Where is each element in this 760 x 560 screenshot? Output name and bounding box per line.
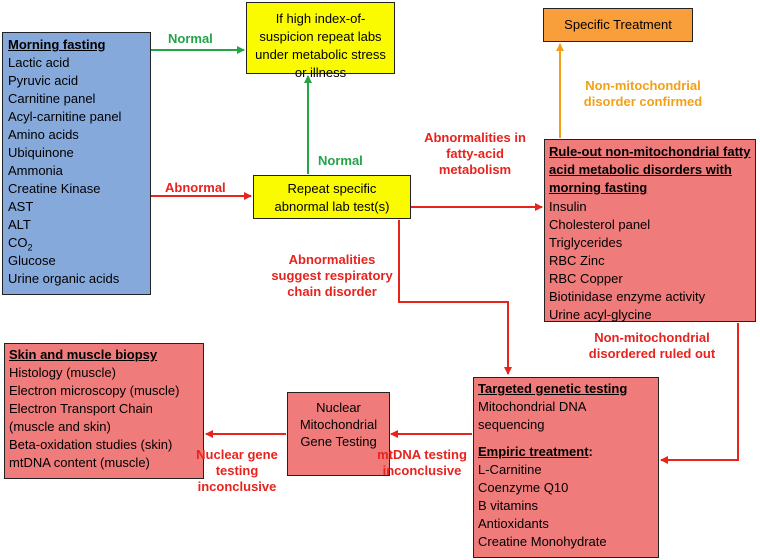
- repeat-lab-text: Repeat specific abnormal lab test(s): [274, 181, 390, 214]
- list-item: Biotinidase enzyme activity: [549, 289, 706, 304]
- list-item: Urine organic acids: [8, 271, 120, 286]
- list-item: RBC Zinc: [549, 253, 605, 268]
- label-abnormal: Abnormal: [165, 180, 226, 195]
- list-item: B vitamins: [478, 498, 538, 513]
- label-normal-top: Normal: [168, 31, 213, 46]
- list-item: ALT: [8, 217, 31, 232]
- suspicion-box: If high index-of-suspicion repeat labs u…: [246, 2, 395, 80]
- co2-main: CO: [8, 235, 28, 250]
- list-item: Electron microscopy (muscle): [9, 383, 180, 398]
- repeat-lab-box: Repeat specific abnormal lab test(s): [253, 175, 411, 219]
- list-item: Histology (muscle): [9, 365, 116, 380]
- label-nonmito-confirmed: Non-mitochondrial disorder confirmed: [583, 78, 703, 109]
- list-item: Creatine Monohydrate: [478, 534, 607, 549]
- targeted-genetic-box: Targeted genetic testing Mitochondrial D…: [473, 377, 659, 558]
- nuclear-gene-box: Nuclear Mitochondrial Gene Testing: [287, 392, 390, 476]
- label-mtdna-inconclusive: mtDNA testing inconclusive: [377, 447, 467, 478]
- list-item: Beta-oxidation studies (skin): [9, 437, 173, 452]
- arrow-respiratory: [398, 220, 512, 375]
- list-item: Cholesterol panel: [549, 217, 651, 232]
- empiric-title-text: Empiric treatment: [478, 444, 589, 459]
- list-item: Carnitine panel: [8, 91, 96, 106]
- list-item: Coenzyme Q10: [478, 480, 569, 495]
- biopsy-title: Skin and muscle biopsy: [9, 347, 158, 362]
- list-item: Acyl-carnitine panel: [8, 109, 122, 124]
- list-item: Amino acids: [8, 127, 79, 142]
- co2-subscript: 2: [27, 242, 33, 253]
- list-item: Electron Transport Chain: [9, 401, 153, 416]
- nuclear-gene-text: Nuclear Mitochondrial Gene Testing: [299, 400, 378, 449]
- list-item: Pyruvic acid: [8, 73, 79, 88]
- morning-fasting-title: Morning fasting: [8, 37, 106, 52]
- list-item: L-Carnitine: [478, 462, 542, 477]
- list-item: Ammonia: [8, 163, 63, 178]
- list-item: Insulin: [549, 199, 587, 214]
- arrow-nonmito-ruled-out: [660, 323, 739, 464]
- label-fatty-acid: Abnormalities in fatty-acid metabolism: [424, 130, 526, 177]
- list-item: (muscle and skin): [9, 419, 111, 434]
- targeted-genetic-title: Targeted genetic testing: [478, 381, 628, 396]
- label-normal-mid: Normal: [318, 153, 363, 168]
- list-item: Lactic acid: [8, 55, 70, 70]
- specific-treatment-box: Specific Treatment: [543, 8, 693, 42]
- list-item: Glucose: [8, 253, 56, 268]
- list-item: mtDNA content (muscle): [9, 455, 150, 470]
- empiric-title: Empiric treatment:: [478, 443, 654, 461]
- list-item: AST: [8, 199, 34, 214]
- label-nuclear-inconclusive: Nuclear gene testing inconclusive: [196, 447, 278, 494]
- list-item: Mitochondrial DNA sequencing: [478, 399, 586, 432]
- label-respiratory: Abnormalities suggest respiratory chain …: [271, 252, 393, 299]
- label-nonmito-ruled-out: Non-mitochondrial disordered ruled out: [588, 330, 716, 361]
- biopsy-box: Skin and muscle biopsy Histology (muscle…: [4, 343, 204, 479]
- specific-treatment-text: Specific Treatment: [564, 17, 672, 32]
- morning-fasting-box: Morning fasting Lactic acid Pyruvic acid…: [2, 32, 151, 295]
- list-item: Triglycerides: [549, 235, 623, 250]
- suspicion-text: If high index-of-suspicion repeat labs u…: [255, 11, 386, 80]
- rule-out-box: Rule-out non-mitochondrial fatty acid me…: [544, 139, 756, 322]
- list-item: Urine acyl-glycine: [549, 307, 652, 322]
- list-item: Ubiquinone: [8, 145, 74, 160]
- list-item-co2: CO2: [8, 234, 145, 252]
- list-item: Creatine Kinase: [8, 181, 101, 196]
- rule-out-title: Rule-out non-mitochondrial fatty acid me…: [549, 144, 751, 195]
- empiric-title-colon: :: [588, 444, 593, 459]
- list-item: RBC Copper: [549, 271, 623, 286]
- list-item: Antioxidants: [478, 516, 549, 531]
